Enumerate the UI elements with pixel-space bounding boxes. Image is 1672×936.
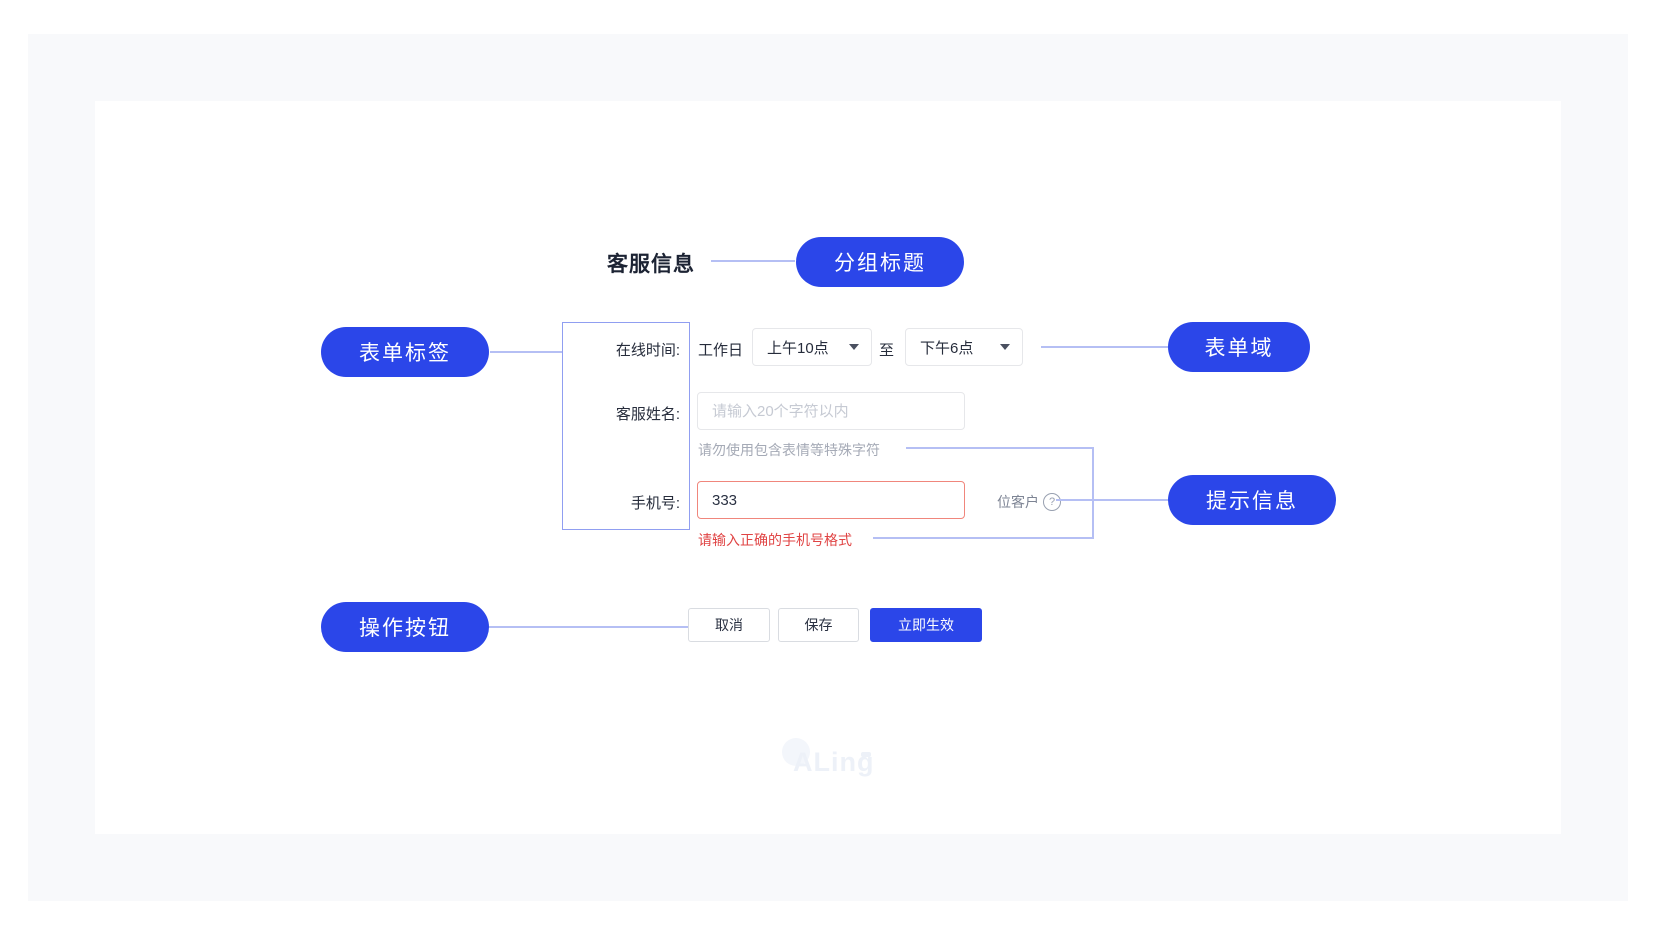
chevron-down-icon xyxy=(1000,344,1010,350)
connector-hint xyxy=(906,447,1093,449)
annotation-group-title: 分组标题 xyxy=(796,237,964,287)
connector-bracket xyxy=(1092,447,1094,539)
annotation-action-buttons: 操作按钮 xyxy=(321,602,489,652)
annotation-form-label: 表单标签 xyxy=(321,327,489,377)
watermark-mark xyxy=(861,752,871,757)
cancel-button[interactable]: 取消 xyxy=(688,608,770,642)
phone-label: 手机号: xyxy=(630,495,680,512)
help-icon[interactable]: ? xyxy=(1043,493,1061,511)
annotation-tip-info: 提示信息 xyxy=(1168,475,1336,525)
phone-input[interactable] xyxy=(697,481,965,519)
service-name-label: 客服姓名: xyxy=(615,406,680,423)
phone-error: 请输入正确的手机号格式 xyxy=(698,532,852,548)
service-name-hint: 请勿使用包含表情等特殊字符 xyxy=(698,442,880,458)
page-title: 客服信息 xyxy=(607,253,695,276)
online-time-prefix: 工作日 xyxy=(698,342,744,359)
end-time-select[interactable]: 下午6点 xyxy=(905,328,1023,366)
online-time-separator: 至 xyxy=(879,342,895,359)
phone-suffix: 位客户 xyxy=(997,494,1039,510)
service-name-input[interactable] xyxy=(697,392,965,430)
form-card: 客服信息 在线时间: 工作日 上午10点 至 下午6点 客服姓名: 请勿使用包含… xyxy=(95,101,1561,834)
connector-actions xyxy=(489,626,688,628)
annotation-form-field: 表单域 xyxy=(1168,322,1310,372)
save-button[interactable]: 保存 xyxy=(778,608,859,642)
apply-button[interactable]: 立即生效 xyxy=(870,608,982,642)
connector-error xyxy=(873,537,1093,539)
connector-tip xyxy=(1056,499,1168,501)
connector-form-label xyxy=(490,351,562,353)
watermark-circle xyxy=(782,738,810,766)
online-time-label: 在线时间: xyxy=(615,342,680,359)
chevron-down-icon xyxy=(849,344,859,350)
end-time-value: 下午6点 xyxy=(920,339,974,357)
connector-title xyxy=(711,260,795,262)
start-time-select[interactable]: 上午10点 xyxy=(752,328,872,366)
start-time-value: 上午10点 xyxy=(767,339,829,357)
connector-form-field xyxy=(1041,346,1168,348)
watermark-text: ALing xyxy=(793,747,875,777)
form-label-annotation-box xyxy=(562,322,690,530)
